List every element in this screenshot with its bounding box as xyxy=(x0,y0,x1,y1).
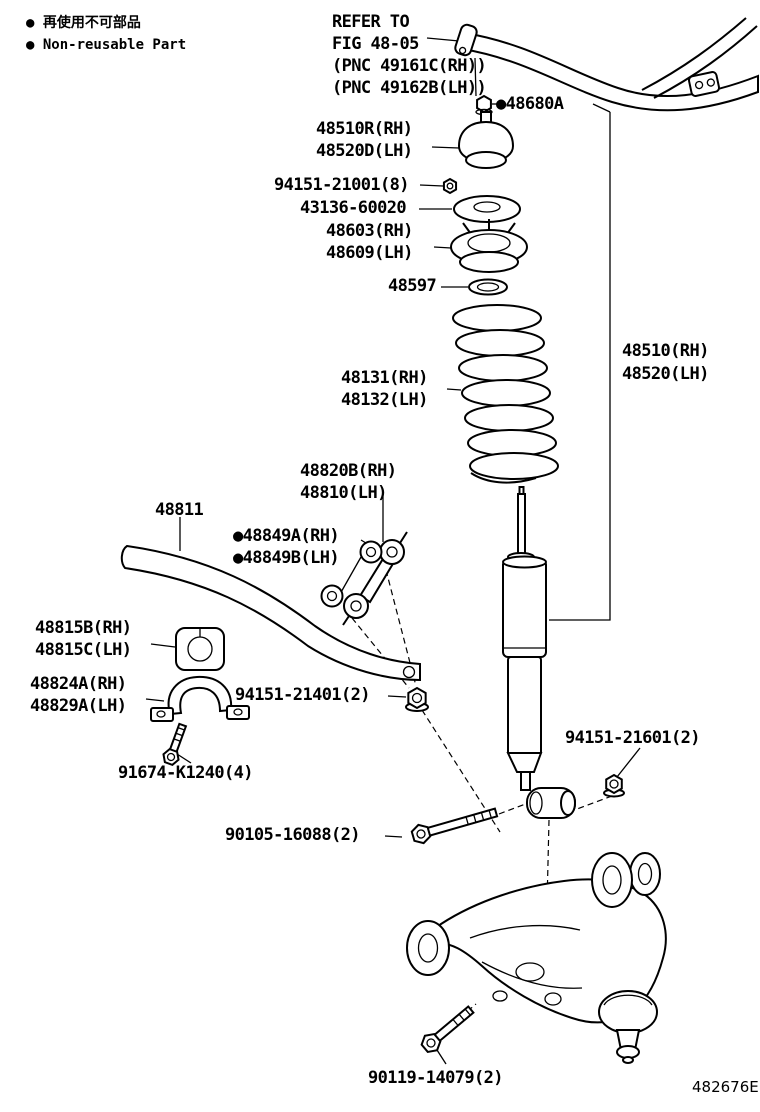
refer-note-line-2: FIG 48-05 xyxy=(332,34,419,54)
part-label-48680a: ●48680A xyxy=(496,94,564,114)
part-label-48815b: 48815B(RH) xyxy=(35,618,132,638)
part-label-48510r: 48510R(RH) xyxy=(316,119,413,139)
leader-lines xyxy=(145,37,641,1065)
bolt-91674 xyxy=(162,722,188,767)
refer-note-line-1: REFER TO xyxy=(332,12,410,32)
shock-absorber-drawing xyxy=(502,486,576,819)
part-label-48520d: 48520D(LH) xyxy=(316,141,413,161)
nut-94151-21401 xyxy=(405,686,429,712)
bushing-48849-upper xyxy=(359,540,383,564)
refer-note-line-3: (PNC 49161C(RH)) xyxy=(332,56,487,76)
legend-nonreusable-jp: ● 再使用不可部品 xyxy=(26,15,141,31)
refer-note-line-4: (PNC 49162B(LH)) xyxy=(332,78,487,98)
part-label-48824a: 48824A(RH) xyxy=(30,674,127,694)
upper-mount-drawing xyxy=(442,94,528,296)
part-label-91674: 91674-K1240(4) xyxy=(118,763,253,783)
part-label-90105: 90105-16088(2) xyxy=(225,825,360,845)
part-label-48603: 48603(RH) xyxy=(326,221,413,241)
part-label-48132: 48132(LH) xyxy=(341,390,428,410)
part-label-48810: 48810(LH) xyxy=(300,483,387,503)
lower-arm-drawing xyxy=(406,852,667,1064)
part-label-90119: 90119-14079(2) xyxy=(368,1068,503,1088)
bolt-90105 xyxy=(410,807,499,845)
stabilizer-bar-drawing xyxy=(120,544,421,682)
part-label-94151-21001: 94151-21001(8) xyxy=(274,175,409,195)
nut-94151-21001 xyxy=(442,177,458,195)
mount-bracket-drawing xyxy=(150,675,250,722)
part-label-48609: 48609(LH) xyxy=(326,243,413,263)
part-label-48820b: 48820B(RH) xyxy=(300,461,397,481)
coil-spring-drawing xyxy=(452,304,559,484)
part-label-48131: 48131(RH) xyxy=(341,368,428,388)
stabilizer-link-drawing xyxy=(320,531,408,626)
part-label-48829a: 48829A(LH) xyxy=(30,696,127,716)
bushing-48849-lower xyxy=(320,584,344,608)
part-label-94151-21601: 94151-21601(2) xyxy=(565,728,700,748)
reference-lines xyxy=(549,112,611,621)
part-label-48849a: ●48849A(RH) xyxy=(233,526,340,546)
legend-nonreusable-en: ● Non-reusable Part xyxy=(26,37,187,53)
bushing-bracket-drawing xyxy=(175,627,225,671)
part-label-48849b: ●48849B(LH) xyxy=(233,548,340,568)
stabilizer-bar-end-drawing xyxy=(454,17,759,112)
fasteners-drawing xyxy=(162,686,625,1054)
bolt-90119 xyxy=(420,1005,475,1054)
part-label-48815c: 48815C(LH) xyxy=(35,640,132,660)
nut-94151-21601 xyxy=(603,773,625,798)
diagram-code: 482676E xyxy=(692,1078,759,1096)
part-label-48520: 48520(LH) xyxy=(622,364,709,384)
part-label-48597: 48597 xyxy=(388,276,437,296)
part-label-48510: 48510(RH) xyxy=(622,341,709,361)
bar-end-bracket xyxy=(687,71,721,97)
part-label-43136-60020: 43136-60020 xyxy=(300,198,407,218)
part-label-48811: 48811 xyxy=(155,500,204,520)
part-label-94151-21401: 94151-21401(2) xyxy=(235,685,370,705)
